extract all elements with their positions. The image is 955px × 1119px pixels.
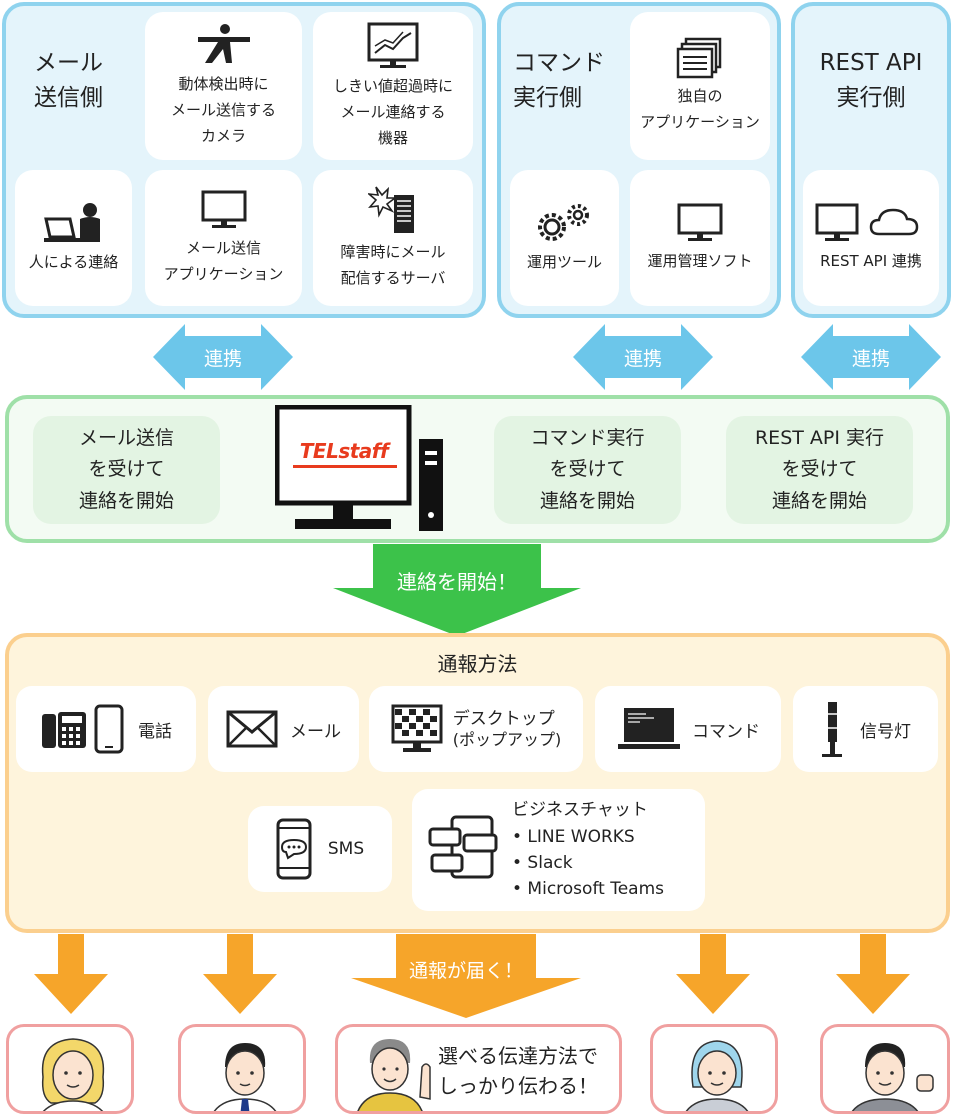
method-business-chat: ビジネスチャット • LINE WORKS • Slack • Microsof… <box>412 789 705 911</box>
woman-blonde-icon <box>41 1038 105 1111</box>
mail-app-card: メール送信 アプリケーション <box>145 170 302 306</box>
telstaff-logo-underline <box>293 465 397 468</box>
alert-server-card: 障害時にメール 配信するサーバ <box>313 170 473 306</box>
envelope-icon <box>226 710 278 748</box>
deliver-arrow-main <box>351 934 581 1018</box>
recipient-message: 選べる伝達方法で しっかり伝わる！ <box>438 1044 598 1098</box>
mail-sender-title: メール送信側 <box>34 50 103 111</box>
chat-title: ビジネスチャット <box>512 800 648 821</box>
signal-tower-icon <box>822 702 842 757</box>
deliver-arrow-5 <box>836 934 910 1014</box>
desktop-sublabel: (ポップアップ) <box>452 729 562 749</box>
popup-monitor-icon <box>391 704 443 752</box>
receive-mail-card: メール送信を受けて連絡を開始 <box>33 416 220 524</box>
chat-bubbles-icon <box>428 815 498 879</box>
monitor-cloud-icon <box>815 203 919 241</box>
ops-management-card: 運用管理ソフト <box>630 170 770 306</box>
motion-person-icon <box>197 23 250 63</box>
chat-item-slack: • Slack <box>512 853 573 873</box>
receive-rest-card: REST API 実行を受けて連絡を開始 <box>726 416 913 524</box>
monitor-icon <box>201 190 246 228</box>
link-arrow-command <box>573 324 713 390</box>
monitor-icon <box>677 203 723 241</box>
start-label: 連絡を開始！ <box>397 570 517 594</box>
method-signal-light: 信号灯 <box>793 686 938 772</box>
deliver-arrow-2 <box>203 934 277 1014</box>
desktop-label: デスクトップ <box>452 708 555 729</box>
desk-phone-icon <box>42 712 86 748</box>
recipient-5 <box>820 1024 950 1114</box>
link-label-mail: 連携 <box>203 348 242 370</box>
command-executor-title: コマンド実行側 <box>513 50 605 111</box>
link-label-rest: 連携 <box>851 348 890 370</box>
deliver-arrow-4 <box>676 934 750 1014</box>
person-laptop-icon <box>43 202 100 242</box>
method-sms: SMS <box>248 806 392 892</box>
recipient-1 <box>6 1024 134 1114</box>
telstaff-pc: TELstaff <box>275 405 450 533</box>
arrive-label: 通報が届く！ <box>408 960 523 982</box>
recipient-2 <box>178 1024 306 1114</box>
notify-title: 通報方法 <box>437 652 518 676</box>
woman-headset-icon <box>685 1040 749 1111</box>
method-command: コマンド <box>595 686 781 772</box>
start-arrow <box>333 544 581 636</box>
method-mail: メール <box>208 686 359 772</box>
documents-icon <box>676 37 722 78</box>
threshold-device-card: しきい値超過時に メール連絡する 機器 <box>313 12 473 160</box>
chat-item-line-works: • LINE WORKS <box>512 826 635 847</box>
link-label-command: 連携 <box>623 348 662 370</box>
link-arrow-mail <box>153 324 293 390</box>
waving-man-icon <box>357 1039 431 1111</box>
man-tie-icon <box>213 1043 277 1111</box>
man-fist-icon <box>851 1043 934 1111</box>
method-desktop: デスクトップ (ポップアップ) <box>369 686 583 772</box>
sms-phone-icon <box>276 818 312 880</box>
receive-command-card: コマンド実行を受けて連絡を開始 <box>494 416 681 524</box>
rest-api-card: REST API 連携 <box>803 170 939 306</box>
chat-item-teams: • Microsoft Teams <box>512 879 664 900</box>
deliver-arrow-1 <box>34 934 108 1014</box>
recipient-message-box: 選べる伝達方法で しっかり伝わる！ <box>335 1024 622 1114</box>
laptop-terminal-icon <box>618 708 680 749</box>
monitor-chart-icon <box>367 22 419 68</box>
custom-app-card: 独自の アプリケーション <box>630 12 770 160</box>
link-arrow-rest <box>801 324 941 390</box>
camera-card: 動体検出時に メール送信する カメラ <box>145 12 302 160</box>
smartphone-icon <box>94 704 124 754</box>
telstaff-logo: TELstaff <box>299 439 389 463</box>
method-phone: 電話 <box>16 686 196 772</box>
manual-contact-card: 人による連絡 <box>15 170 132 306</box>
ops-tool-card: 運用ツール <box>510 170 619 306</box>
server-alert-icon <box>368 186 414 233</box>
gears-icon <box>537 203 589 241</box>
recipient-4 <box>650 1024 778 1114</box>
desktop-pc-icon <box>275 405 443 531</box>
